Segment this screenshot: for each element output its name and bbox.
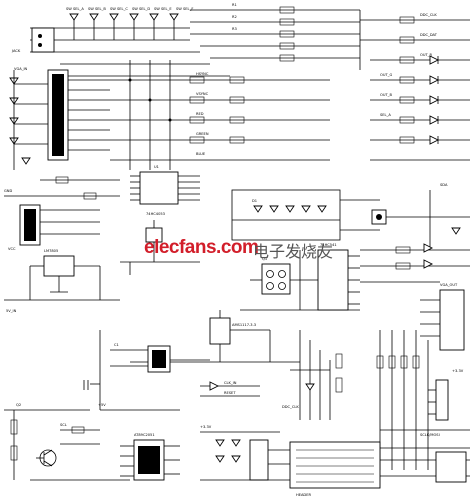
center-component-block: Q1 74HC541 xyxy=(240,243,470,311)
mux-ic-ref: U1 xyxy=(154,165,159,169)
ref-q2: Q2 xyxy=(16,403,21,407)
lower-mid-ic: C1 +5V xyxy=(83,330,210,411)
net-vsync: VSYNC xyxy=(196,92,209,96)
right-output-column: DDC_CLK DDC_DAT OUT_R OUT_G OUT_B SEL_A xyxy=(360,13,470,161)
net-clk-in: CLK_IN xyxy=(224,381,237,385)
net-sel-b: OUT_B xyxy=(380,93,392,97)
vga-in-label: VGA_IN xyxy=(14,67,28,71)
ref-r2: R2 xyxy=(232,15,237,19)
net-5v-in: 5V_IN xyxy=(6,309,17,313)
net-gnd: GND xyxy=(4,189,12,193)
left-regulator-block: LM7805 5V_IN xyxy=(4,249,120,313)
net-ddc-clk: DDC_CLK xyxy=(282,405,299,409)
ref-r3: R3 xyxy=(232,27,237,31)
mcu-name: AT89C2051 xyxy=(134,433,155,437)
net-vcc: VCC xyxy=(8,247,16,251)
vga-out-label: VGA_OUT xyxy=(440,283,458,287)
ref-r1: R1 xyxy=(232,3,237,7)
net-out-b: OUT_R xyxy=(420,53,432,57)
switch-diodes-row xyxy=(69,13,179,40)
net-ddc-dat: +3.3V xyxy=(452,369,464,373)
tx-rx-label: SCLK/MOSI xyxy=(420,433,440,437)
signal-labels-mid: CLK_IN RESET xyxy=(200,381,260,397)
right-lower-bus: SCLK/MOSI +3.3V xyxy=(376,330,470,470)
net-hsync: HSYNC xyxy=(196,72,209,76)
watermark-chinese: 电子发烧友 xyxy=(253,242,334,261)
jack-connector: JACK xyxy=(11,27,55,53)
header-label-d: SW SEL_D xyxy=(132,7,150,11)
mcu-ic: AT89C2051 xyxy=(120,433,180,481)
net-out-g: DDC_DAT xyxy=(420,33,438,37)
header-label-a: SW SEL_A xyxy=(66,7,84,11)
right-lower-block: VGA_OUT xyxy=(420,283,465,351)
net-sda: SDA xyxy=(440,183,448,187)
header-label-e: SW SEL_E xyxy=(154,7,172,11)
ref-q1: Q1 xyxy=(262,257,267,261)
left-diode-ladder xyxy=(9,70,48,170)
buffer-name: 74HC541 xyxy=(320,243,337,247)
left-mid-section: GND VCC xyxy=(4,176,120,251)
net-blue: BLUE xyxy=(196,152,206,156)
net-scl: SCL xyxy=(60,423,67,427)
mid-right-cluster: D1 SDA xyxy=(231,183,470,250)
net-green: GREEN xyxy=(196,132,209,136)
net-sel-c: SEL_A xyxy=(380,113,391,117)
net-reset: RESET xyxy=(224,391,236,395)
vga-input-connector: VGA_IN xyxy=(14,67,110,161)
watermark-site: elecfans.com xyxy=(144,237,259,258)
mid-right-vertical-bus: DDC_CLK xyxy=(282,330,343,420)
header-label-f: SW SEL_F xyxy=(176,7,193,11)
bottom-header-connector: HEADER xyxy=(289,441,470,497)
small-regulator xyxy=(120,220,200,275)
net-plus3v3: +3.3V xyxy=(200,425,212,429)
net-out-r: DDC_CLK xyxy=(420,13,437,17)
mux-ic-name: 74HC4053 xyxy=(146,212,165,216)
switch-bank: SW SEL_A SW SEL_B SW SEL_C SW SEL_D SW S… xyxy=(30,7,230,77)
net-red: RED xyxy=(196,112,204,116)
bottom-left-section: Q2 SCL xyxy=(4,403,130,481)
net-plus5v: +5V xyxy=(98,403,106,407)
ref-c1: C1 xyxy=(114,343,119,347)
header-label-b: SW SEL_B xyxy=(88,7,106,11)
regulator-name: LM7805 xyxy=(44,249,58,253)
ref-d1: D1 xyxy=(252,199,257,203)
header-label-c: SW SEL_C xyxy=(110,7,128,11)
net-sel-a: OUT_G xyxy=(380,73,392,77)
jack-label: JACK xyxy=(11,49,21,53)
bottom-mid-diodes: +3.3V xyxy=(200,425,290,481)
top-right-bus: R1 R2 R3 xyxy=(190,3,361,70)
mux-ic: 74HC4053 U1 xyxy=(130,165,200,216)
resistor-network-top: HSYNC VSYNC RED GREEN BLUE xyxy=(110,60,330,170)
header-label: HEADER xyxy=(296,493,311,497)
regulator-ic-name: AMS1117-3.3 xyxy=(232,323,256,327)
